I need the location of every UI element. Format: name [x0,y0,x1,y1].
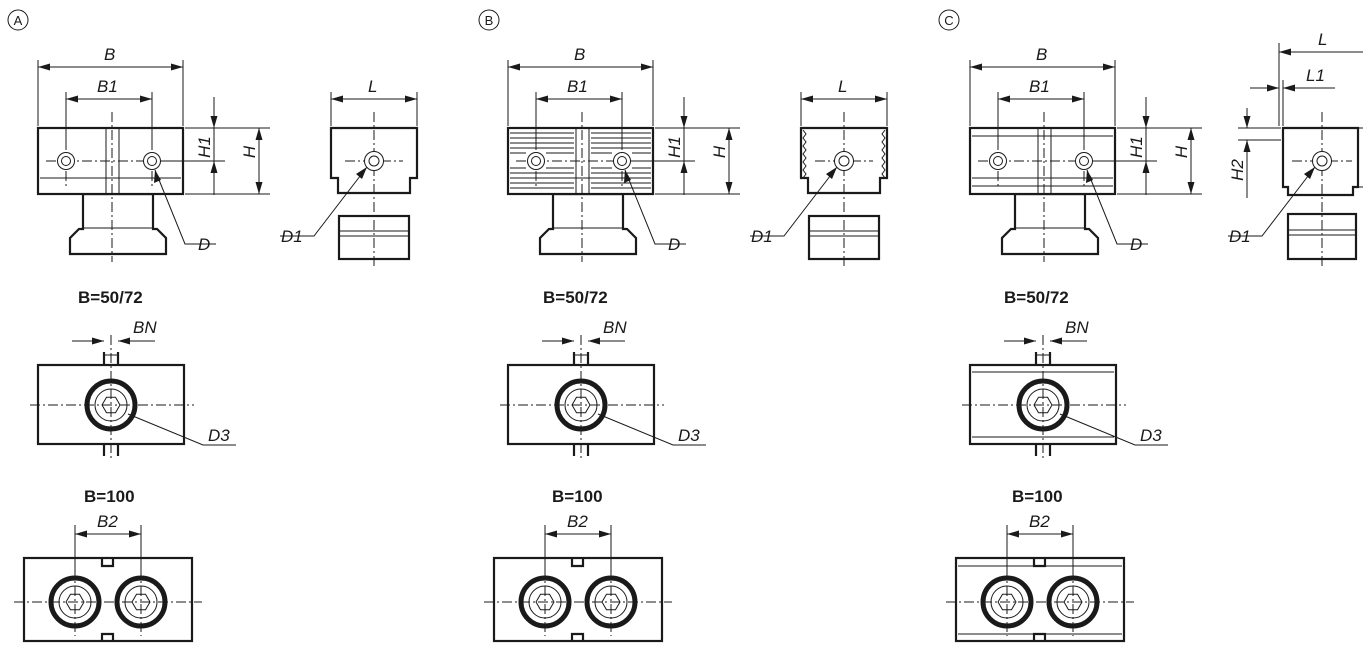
variant-c-dim-l: L [1318,30,1327,49]
variant-c-dim-bn: BN [1065,318,1089,337]
variant-a-dim-d: D [198,235,210,254]
variant-b-marker: B [478,9,500,31]
variant-a-dim-b: B [104,45,115,64]
variant-c-dim-d3: D3 [1140,426,1162,445]
variant-c-front-view [968,58,1204,264]
variant-c-dim-h: H [1172,145,1191,158]
variant-a-front-view [36,58,272,264]
variant-b: B B B1 [478,9,889,641]
variant-b-dim-h: H [710,145,729,158]
variant-b-size-small: B=50/72 [543,288,608,307]
variant-c-dim-d: D [1130,235,1142,254]
variant-a-dim-h1: H1 [195,136,214,158]
variant-c-side-view [1228,43,1363,266]
variant-b-dim-d3: D3 [678,426,700,445]
variant-b-top-large [484,525,672,641]
variant-b-dim-bn: BN [603,318,627,337]
variant-a-size-small: B=50/72 [78,288,143,307]
variant-a: A B B1 D H H1 L D1 B=50/72 BN D3 B=100 B… [7,9,419,641]
variant-a-top-small [30,335,236,458]
variant-c-dim-b1: B1 [1029,77,1050,96]
variant-a-dim-bn: BN [133,318,157,337]
variant-c-dim-h2: H2 [1228,159,1247,181]
variant-b-dim-b: B [574,45,585,64]
variant-c-size-large: B=100 [1012,487,1063,506]
variant-c-marker: C [938,9,960,31]
variant-b-dim-b1: B1 [567,77,588,96]
variant-a-marker: A [7,9,29,31]
variant-b-dim-l: L [838,77,847,96]
variant-b-dim-d: D [668,235,680,254]
variant-b-size-large: B=100 [552,487,603,506]
variant-c-letter: C [944,13,953,28]
variant-b-dim-h1: H1 [665,136,684,158]
variant-b-top-small [500,335,706,458]
variant-b-serrations [510,132,651,189]
variant-b-dim-d1: D1 [751,227,773,246]
variant-c-dim-b2: B2 [1029,512,1050,531]
variant-a-letter: A [14,13,23,28]
variant-c-size-small: B=50/72 [1004,288,1069,307]
variant-b-dim-b2: B2 [567,512,588,531]
variant-a-dim-d3: D3 [208,426,230,445]
variant-a-dim-h: H [240,145,259,158]
variant-c-dim-d1: D1 [1229,227,1251,246]
variant-c-dim-l1: L1 [1306,66,1325,85]
variant-a-dim-l: L [368,77,377,96]
variant-a-size-large: B=100 [84,487,135,506]
variant-a-dim-b1: B1 [97,77,118,96]
variant-c-top-small [962,335,1168,458]
variant-c-dim-h1: H1 [1127,136,1146,158]
variant-b-side-serration-left [802,129,807,179]
variant-b-side-serration-right [881,129,886,179]
variant-a-dim-d1: D1 [281,227,303,246]
variant-a-top-large [14,525,202,641]
variant-c-dim-b: B [1036,45,1047,64]
variant-b-front-view [506,58,742,264]
variant-b-letter: B [485,13,494,28]
variant-c-top-large [946,525,1134,641]
variant-c: C [938,9,1363,641]
variant-a-dim-b2: B2 [97,512,118,531]
